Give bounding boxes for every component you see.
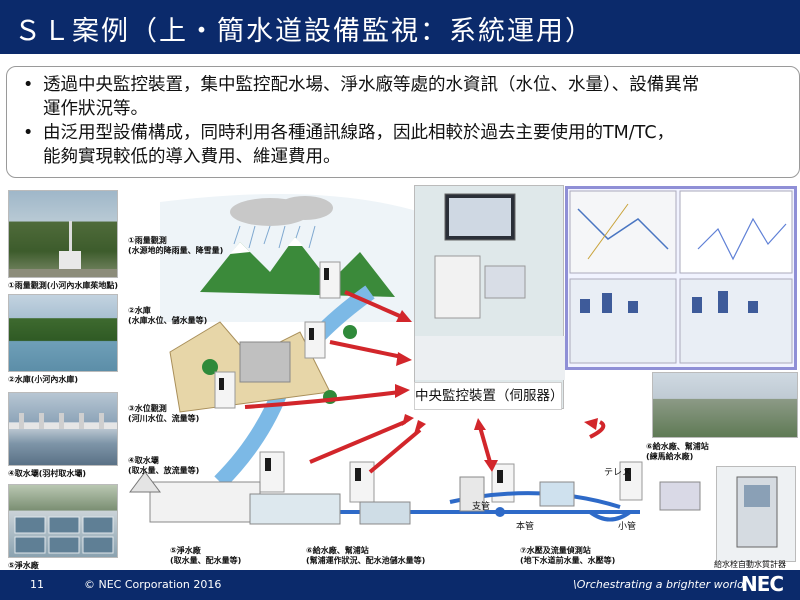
bullet-box: • 透過中央監控裝置，集中監控配水場、淨水廠等處的水資訊（水位、水量）、設備異常…	[6, 66, 800, 178]
label-plant: ⑤淨水廠 (取水量、配水量等)	[170, 546, 241, 566]
label-intake-title: ④取水壩	[128, 456, 159, 465]
label-supply-title: ⑥給水廠、幫浦站	[306, 546, 369, 555]
arrow-heads	[395, 310, 598, 472]
label-intake-detail: (取水量、放流量等)	[128, 466, 200, 475]
label-telemeter: テレメ	[604, 468, 632, 478]
photo-caption-rain: ①雨量觀測(小河內水庫茱地點)	[8, 281, 119, 290]
label-dam: ②水庫 (水庫水位、儲水量等)	[128, 306, 207, 326]
intake-weir-photo	[8, 392, 118, 466]
photo-caption-dam: ②水庫(小河內水庫)	[8, 375, 79, 384]
weir-image	[9, 413, 117, 429]
central-monitor-photo	[414, 185, 565, 409]
town-icon	[459, 476, 701, 512]
label-level-detail: (河川水位、流量等)	[128, 414, 200, 423]
label-supply-detail: (幫浦運作狀況、配水池儲水量等)	[306, 556, 426, 565]
bullet-item-2: • 由泛用型設備構成，同時利用各種通訊線路，因此相較於過去主要使用的TM/TC，…	[23, 121, 799, 169]
label-small-pipe: 小管	[618, 522, 637, 532]
water-meter-photo	[716, 466, 796, 562]
label-supply: ⑥給水廠、幫浦站 (幫浦運作狀況、配水池儲水量等)	[306, 546, 425, 566]
rain-gauge-image	[9, 221, 117, 277]
label-plant-detail: (取水量、配水量等)	[170, 556, 242, 565]
footer-bar	[0, 570, 800, 600]
central-server-label: 中央監控裝置（伺服器）	[414, 382, 564, 410]
rain-gauge-photo	[8, 190, 118, 278]
title-underline	[0, 54, 800, 57]
label-pressure-detail: (地下水道前水量、水壓等)	[520, 556, 616, 565]
nec-logo: NEC	[741, 572, 784, 596]
bullet-marker: •	[23, 123, 34, 143]
label-pressure-title: ⑦水壓及流量偵測站	[520, 546, 591, 555]
label-intake: ④取水壩 (取水量、放流量等)	[128, 456, 199, 476]
data-flow-arrows	[244, 290, 606, 474]
water-meter-image	[736, 476, 778, 548]
label-rain-title: ①雨量觀測	[128, 236, 167, 245]
label-level-title: ③水位觀測	[128, 404, 167, 413]
monitoring-screen-panel	[565, 186, 797, 370]
bullet-marker: •	[23, 75, 34, 95]
label-plant-title: ⑤淨水廠	[170, 546, 201, 555]
plant-image	[14, 516, 114, 554]
photo-caption-plant: ⑤淨水廠	[8, 561, 39, 570]
telemeter-cabinet-icons	[214, 261, 643, 503]
bullet-1-line-1: 透過中央監控裝置，集中監控配水場、淨水廠等處的水資訊（水位、水量）、設備異常	[43, 75, 700, 95]
photo-caption-intake: ④取水壩(羽村取水壩)	[8, 469, 87, 478]
title-bar	[0, 0, 800, 54]
bullet-item-1: • 透過中央監控裝置，集中監控配水場、淨水廠等處的水資訊（水位、水量）、設備異常…	[23, 73, 799, 121]
label-rain: ①雨量觀測 (水源地的降雨量、降雪量)	[128, 236, 223, 256]
label-right-supply-title: ⑥給水廠、幫浦站	[646, 442, 709, 451]
label-right-supply-detail: (練馬給水廠)	[646, 452, 694, 461]
copyright-text: © NEC Corporation 2016	[84, 578, 222, 591]
water-plant-photo	[8, 484, 118, 558]
control-room-image	[415, 193, 565, 380]
water-plant-icon	[129, 471, 411, 525]
tagline-text: \Orchestrating a brighter world	[573, 578, 744, 591]
dam-wall-icon	[239, 341, 291, 383]
bullet-2-line-2: 能夠實現較低的導入費用、維運費用。	[43, 147, 341, 167]
label-water-meter: 給水栓自動水質計器	[714, 560, 786, 569]
label-main-pipe: 本管	[516, 522, 535, 532]
slide-title: ＳＬ案例（上・簡水道設備監視：系統運用）	[14, 16, 594, 47]
monitoring-screen-image	[569, 190, 793, 364]
label-level: ③水位觀測 (河川水位、流量等)	[128, 404, 199, 424]
dam-photo	[8, 294, 118, 372]
label-branch-pipe: 支管	[472, 502, 491, 512]
bullet-2-line-1: 由泛用型設備構成，同時利用各種通訊線路，因此相較於過去主要使用的TM/TC，	[43, 123, 675, 143]
supply-station-photo	[652, 372, 798, 438]
mountains-icon	[200, 237, 395, 297]
bullet-1-line-2: 運作狀況等。	[43, 99, 148, 119]
water-system-diagram	[129, 194, 701, 525]
label-dam-title: ②水庫	[128, 306, 151, 315]
label-right-supply: ⑥給水廠、幫浦站 (練馬給水廠)	[646, 442, 709, 462]
page-number: 11	[30, 578, 44, 591]
label-dam-detail: (水庫水位、儲水量等)	[128, 316, 208, 325]
main-pipe-node	[495, 507, 505, 517]
rain-cloud-icon	[230, 196, 333, 249]
trees-icon	[202, 325, 357, 404]
label-rain-detail: (水源地的降雨量、降雪量)	[128, 246, 224, 255]
label-pressure: ⑦水壓及流量偵測站 (地下水道前水量、水壓等)	[520, 546, 615, 566]
